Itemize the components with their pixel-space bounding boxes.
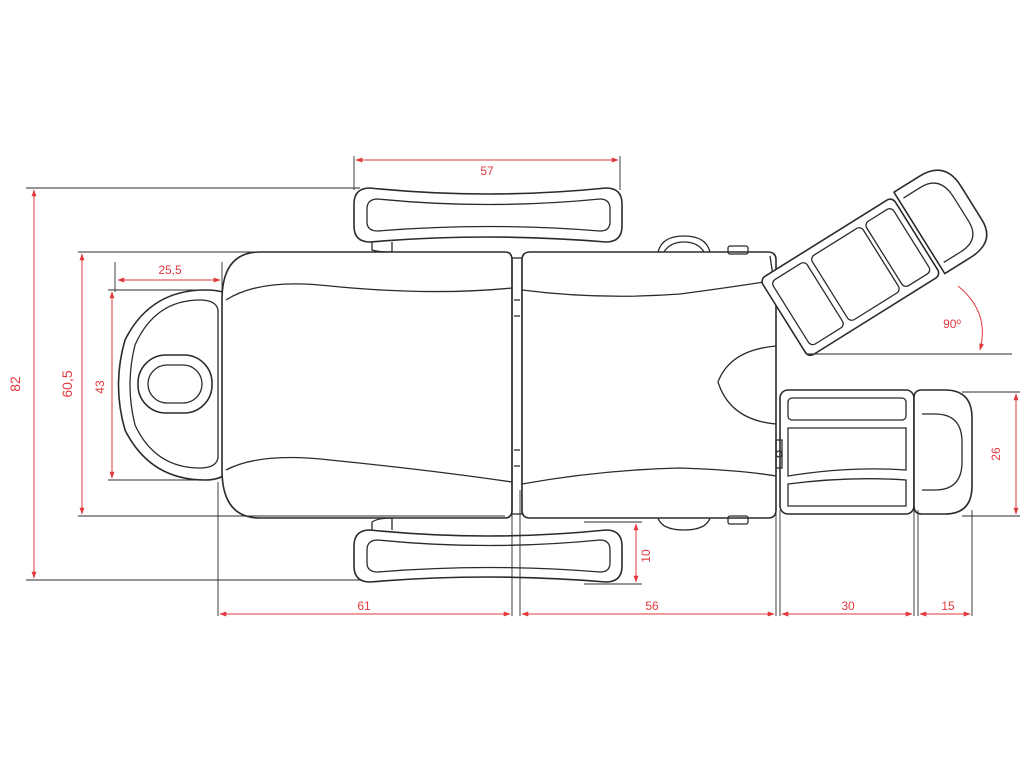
headrest	[117, 289, 233, 481]
leg-section-length-label: 30	[841, 599, 855, 613]
leg-section-width-label: 26	[989, 447, 1003, 461]
backrest-section	[221, 251, 513, 519]
seat-length-label: 56	[645, 599, 659, 613]
dimension-lines	[31, 157, 1019, 617]
tilted-leg-section	[761, 169, 988, 357]
seat-section	[521, 235, 781, 531]
hinge-connector	[511, 257, 523, 515]
top-armrest	[353, 187, 623, 253]
foot-section-length-label: 15	[941, 599, 955, 613]
bottom-armrest	[353, 517, 623, 583]
extension-lines	[26, 156, 1020, 616]
headrest-width-label: 25,5	[158, 263, 182, 277]
headrest-height-label: 43	[93, 380, 107, 394]
leg-tilt-angle-label: 90º	[943, 317, 961, 331]
table-width-label: 60,5	[59, 370, 75, 397]
flat-leg-section	[775, 389, 915, 515]
armrest-offset-label: 10	[639, 549, 653, 563]
foot-section	[913, 389, 973, 515]
overall-width-label: 82	[7, 376, 23, 392]
backrest-length-label: 61	[357, 599, 371, 613]
armrest-length-label: 57	[480, 164, 494, 178]
